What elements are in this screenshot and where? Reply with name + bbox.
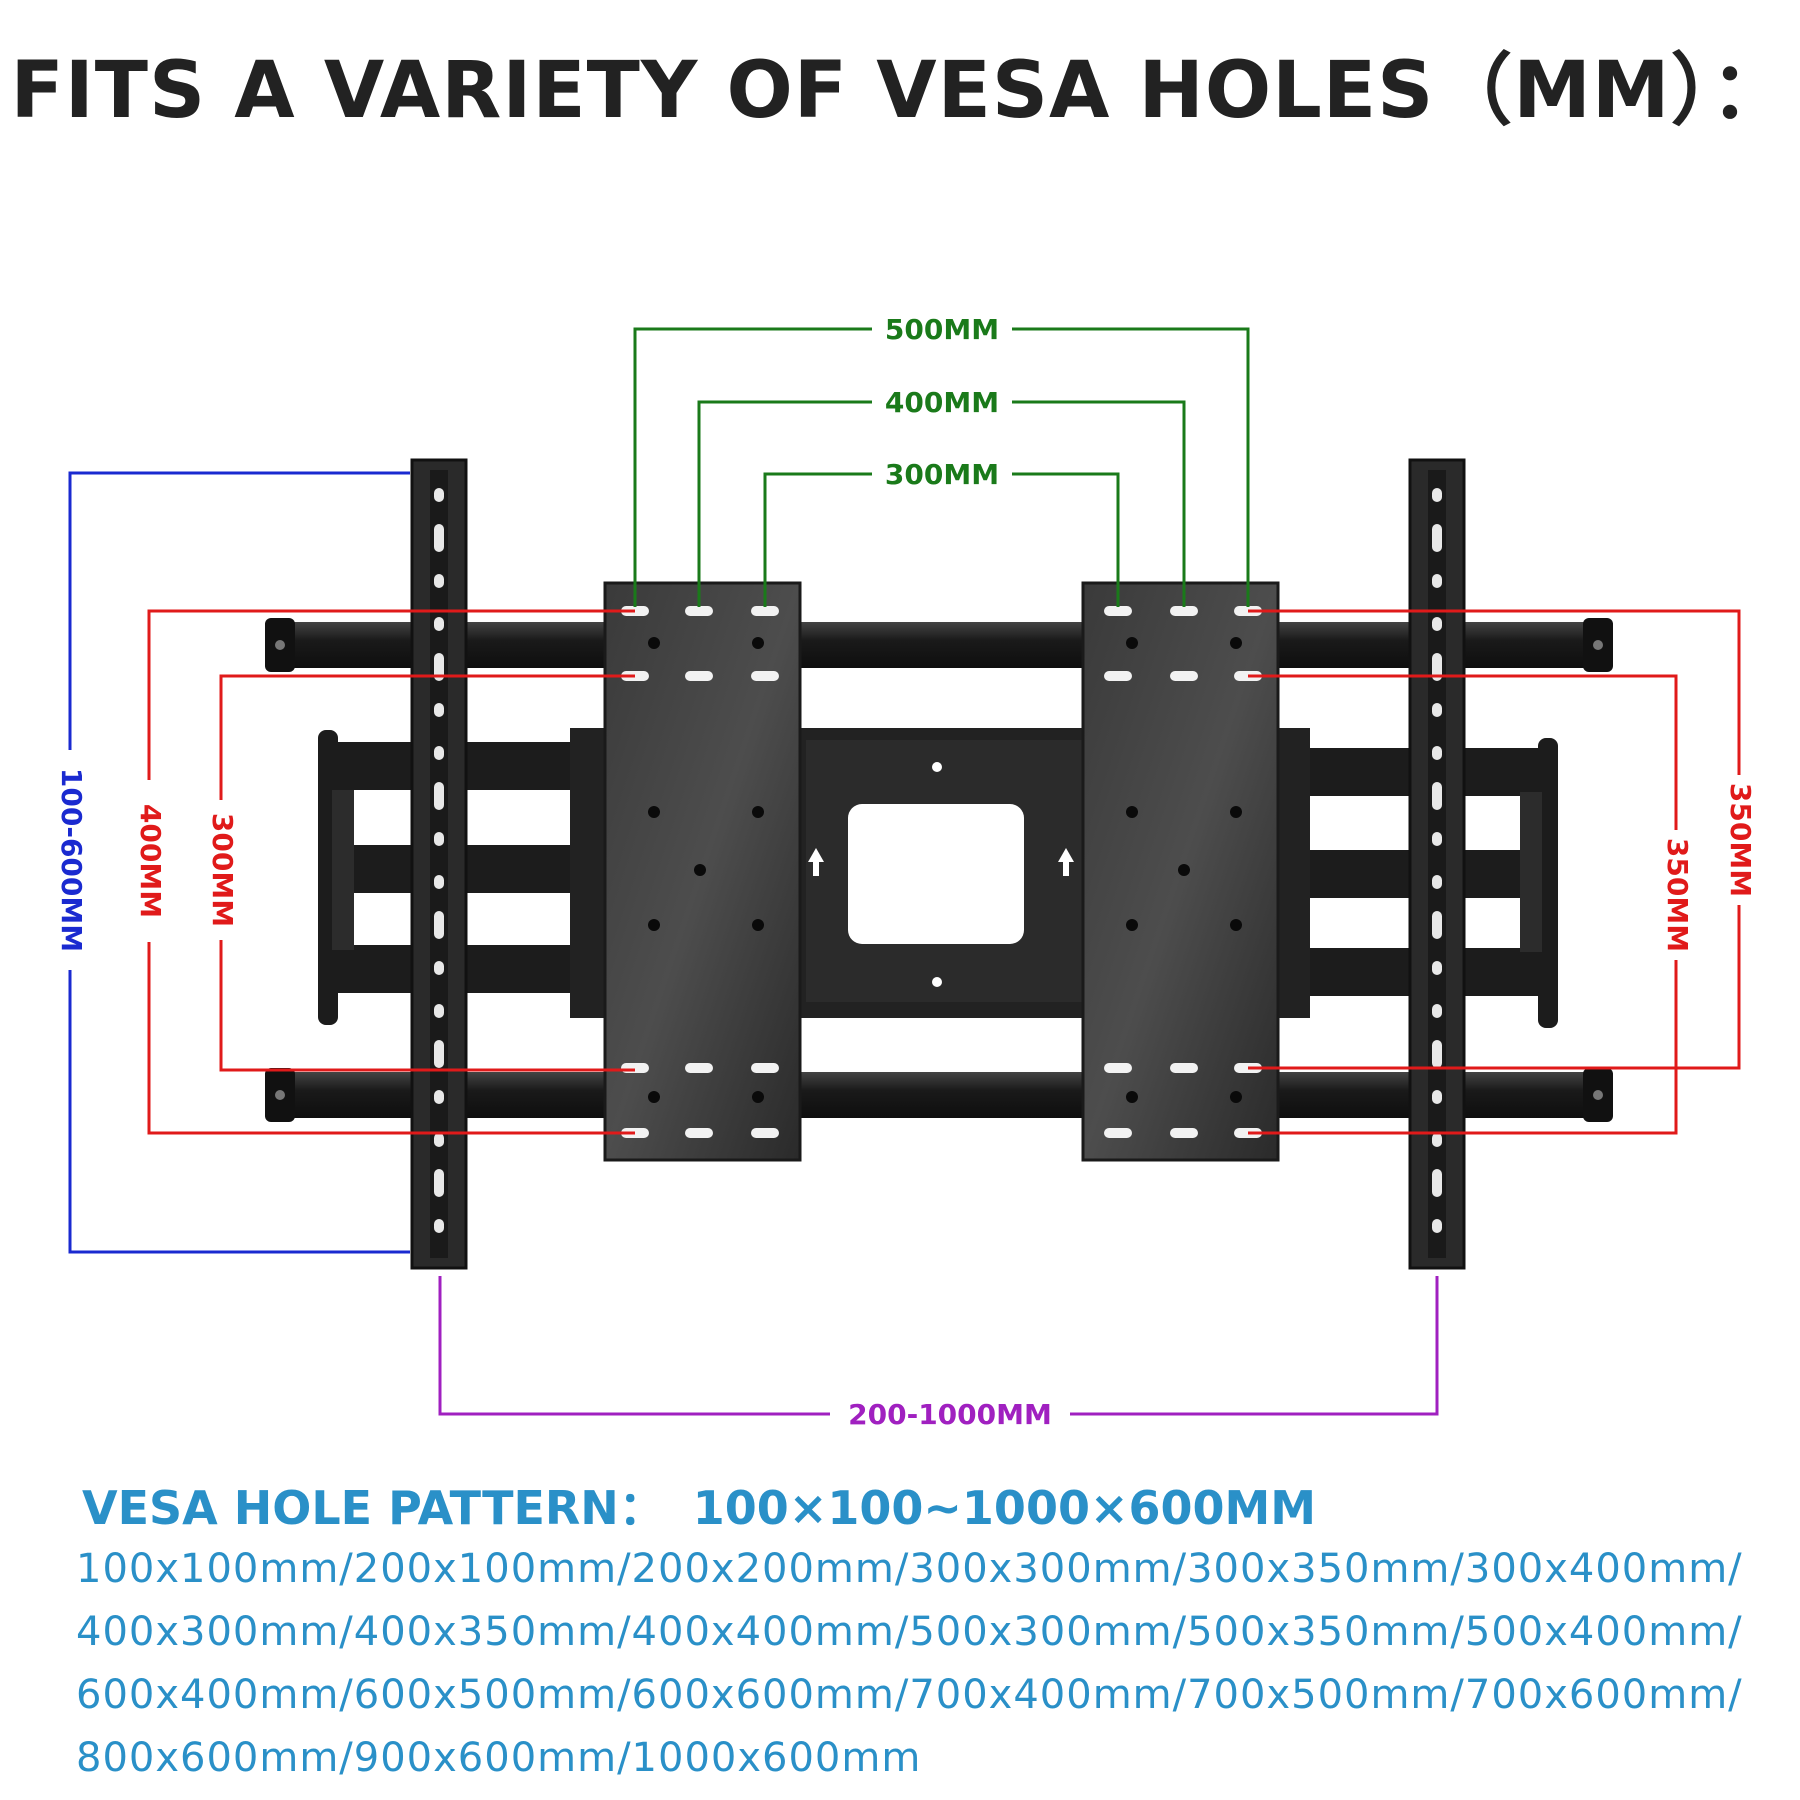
bracket-slot (434, 1040, 444, 1068)
plate-slot (1104, 671, 1132, 681)
bracket-slot (1432, 875, 1442, 889)
plate-screw-hole (1230, 806, 1242, 818)
dim-right-inner-350mm-label: 350MM (1661, 838, 1694, 952)
bracket-slot (434, 1133, 444, 1147)
plate-slot (685, 1063, 713, 1073)
plate-screw-hole (694, 864, 706, 876)
bracket-slot (434, 1004, 444, 1018)
bracket-slot (1432, 1169, 1442, 1197)
wall-plate-cutout (848, 804, 1024, 944)
bracket-slot (434, 782, 444, 810)
page-title: FITS A VARIETY OF VESA HOLES（MM）： (10, 46, 1790, 136)
plate-screw-hole (1178, 864, 1190, 876)
bracket-slot (434, 488, 444, 502)
plate-slot (751, 1128, 779, 1138)
bracket-slot (1432, 653, 1442, 681)
green-width-lines (633, 327, 1250, 607)
bracket-slot (434, 1169, 444, 1197)
bracket-slot (1432, 911, 1442, 939)
bracket-slot (1432, 746, 1442, 760)
bracket-slot (1432, 488, 1442, 502)
plate-slot (1170, 671, 1198, 681)
plate-screw-hole (648, 637, 660, 649)
bracket-slot (1432, 1090, 1442, 1104)
plate-screw-hole (1126, 637, 1138, 649)
bracket-slot (434, 746, 444, 760)
red-right-lines (1248, 609, 1741, 1135)
plate-screw-hole (648, 806, 660, 818)
bracket-slot (1432, 832, 1442, 846)
plate-screw-hole (1126, 919, 1138, 931)
plate-slot (751, 671, 779, 681)
plate-screw-hole (752, 637, 764, 649)
bracket-slot (434, 617, 444, 631)
plate-slot (1104, 606, 1132, 616)
bracket-slot (434, 875, 444, 889)
blue-height-line (68, 471, 410, 1254)
bracket-slot (434, 574, 444, 588)
bracket-slot (1432, 703, 1442, 717)
red-left-lines (147, 609, 635, 1135)
plate-screw-hole (648, 1091, 660, 1103)
bracket-slot (434, 524, 444, 552)
plate-slot (1104, 1128, 1132, 1138)
plate-screw-hole (1230, 1091, 1242, 1103)
plate-slot (685, 606, 713, 616)
bracket-slot (434, 1219, 444, 1233)
dim-width-range-label: 200-1000MM (848, 1398, 1052, 1431)
plate-slot (1170, 606, 1198, 616)
plate-screw-hole (752, 919, 764, 931)
vesa-dimension-diagram: 500MM 400MM 300MM 100-600MM 400MM 300MM … (55, 313, 1757, 1431)
plate-screw-hole (752, 1091, 764, 1103)
dim-400mm-label: 400MM (885, 386, 999, 419)
plate-screw-hole (1230, 637, 1242, 649)
plate-slot (685, 1128, 713, 1138)
bracket-slot (1432, 574, 1442, 588)
plate-slot (1170, 1063, 1198, 1073)
dim-left-300mm-label: 300MM (206, 813, 239, 927)
bracket-slot (434, 703, 444, 717)
bracket-slot (434, 1090, 444, 1104)
plate-screw-hole (648, 919, 660, 931)
plate-slot (1170, 1128, 1198, 1138)
bracket-slot (434, 653, 444, 681)
plate-screw-hole (1230, 919, 1242, 931)
bracket-slot (1432, 961, 1442, 975)
bracket-slot (1432, 1219, 1442, 1233)
vesa-pattern-range: 100×100~1000×600MM (692, 1481, 1317, 1535)
vesa-pattern-line: VESA HOLE PATTERN： 100×100~1000×600MM (82, 1472, 1316, 1538)
plate-screw-hole (1126, 806, 1138, 818)
dim-right-outer-350mm-label: 350MM (1724, 783, 1757, 897)
plate-screw-hole (1126, 1091, 1138, 1103)
bracket-slot (434, 961, 444, 975)
plate-slot (751, 606, 779, 616)
bracket-slot (1432, 617, 1442, 631)
bracket-slot (1432, 1040, 1442, 1068)
purple-width-line (438, 1276, 1439, 1416)
plate-slot (685, 671, 713, 681)
mount-bracket-illustration (265, 458, 1613, 1270)
dim-height-range-label: 100-600MM (55, 768, 88, 952)
bracket-slot (434, 911, 444, 939)
bracket-slot (434, 832, 444, 846)
vesa-size-list: 100x100mm/200x100mm/200x200mm/300x300mm/… (76, 1546, 1743, 1781)
dim-left-400mm-label: 400MM (134, 804, 167, 918)
up-arrow-icon (808, 848, 1074, 876)
bracket-slot (1432, 1004, 1442, 1018)
bracket-slot (1432, 782, 1442, 810)
dim-500mm-label: 500MM (885, 313, 999, 346)
plate-slot (751, 1063, 779, 1073)
dim-300mm-label: 300MM (885, 458, 999, 491)
plate-screw-hole (752, 806, 764, 818)
bracket-slot (1432, 1133, 1442, 1147)
bracket-slot (1432, 524, 1442, 552)
plate-slot (1104, 1063, 1132, 1073)
vesa-pattern-label: VESA HOLE PATTERN： (82, 1481, 665, 1535)
